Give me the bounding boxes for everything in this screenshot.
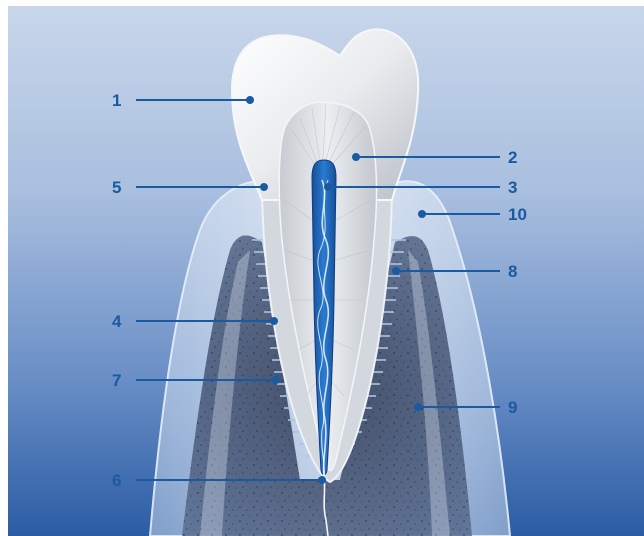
label-7: 7 — [112, 372, 121, 389]
label-5: 5 — [112, 179, 121, 196]
label-8: 8 — [508, 263, 517, 280]
label-6: 6 — [112, 472, 121, 489]
label-2: 2 — [508, 149, 517, 166]
label-9: 9 — [508, 399, 517, 416]
label-4: 4 — [112, 313, 121, 330]
label-3: 3 — [508, 179, 517, 196]
label-10: 10 — [508, 206, 527, 223]
label-1: 1 — [112, 92, 121, 109]
